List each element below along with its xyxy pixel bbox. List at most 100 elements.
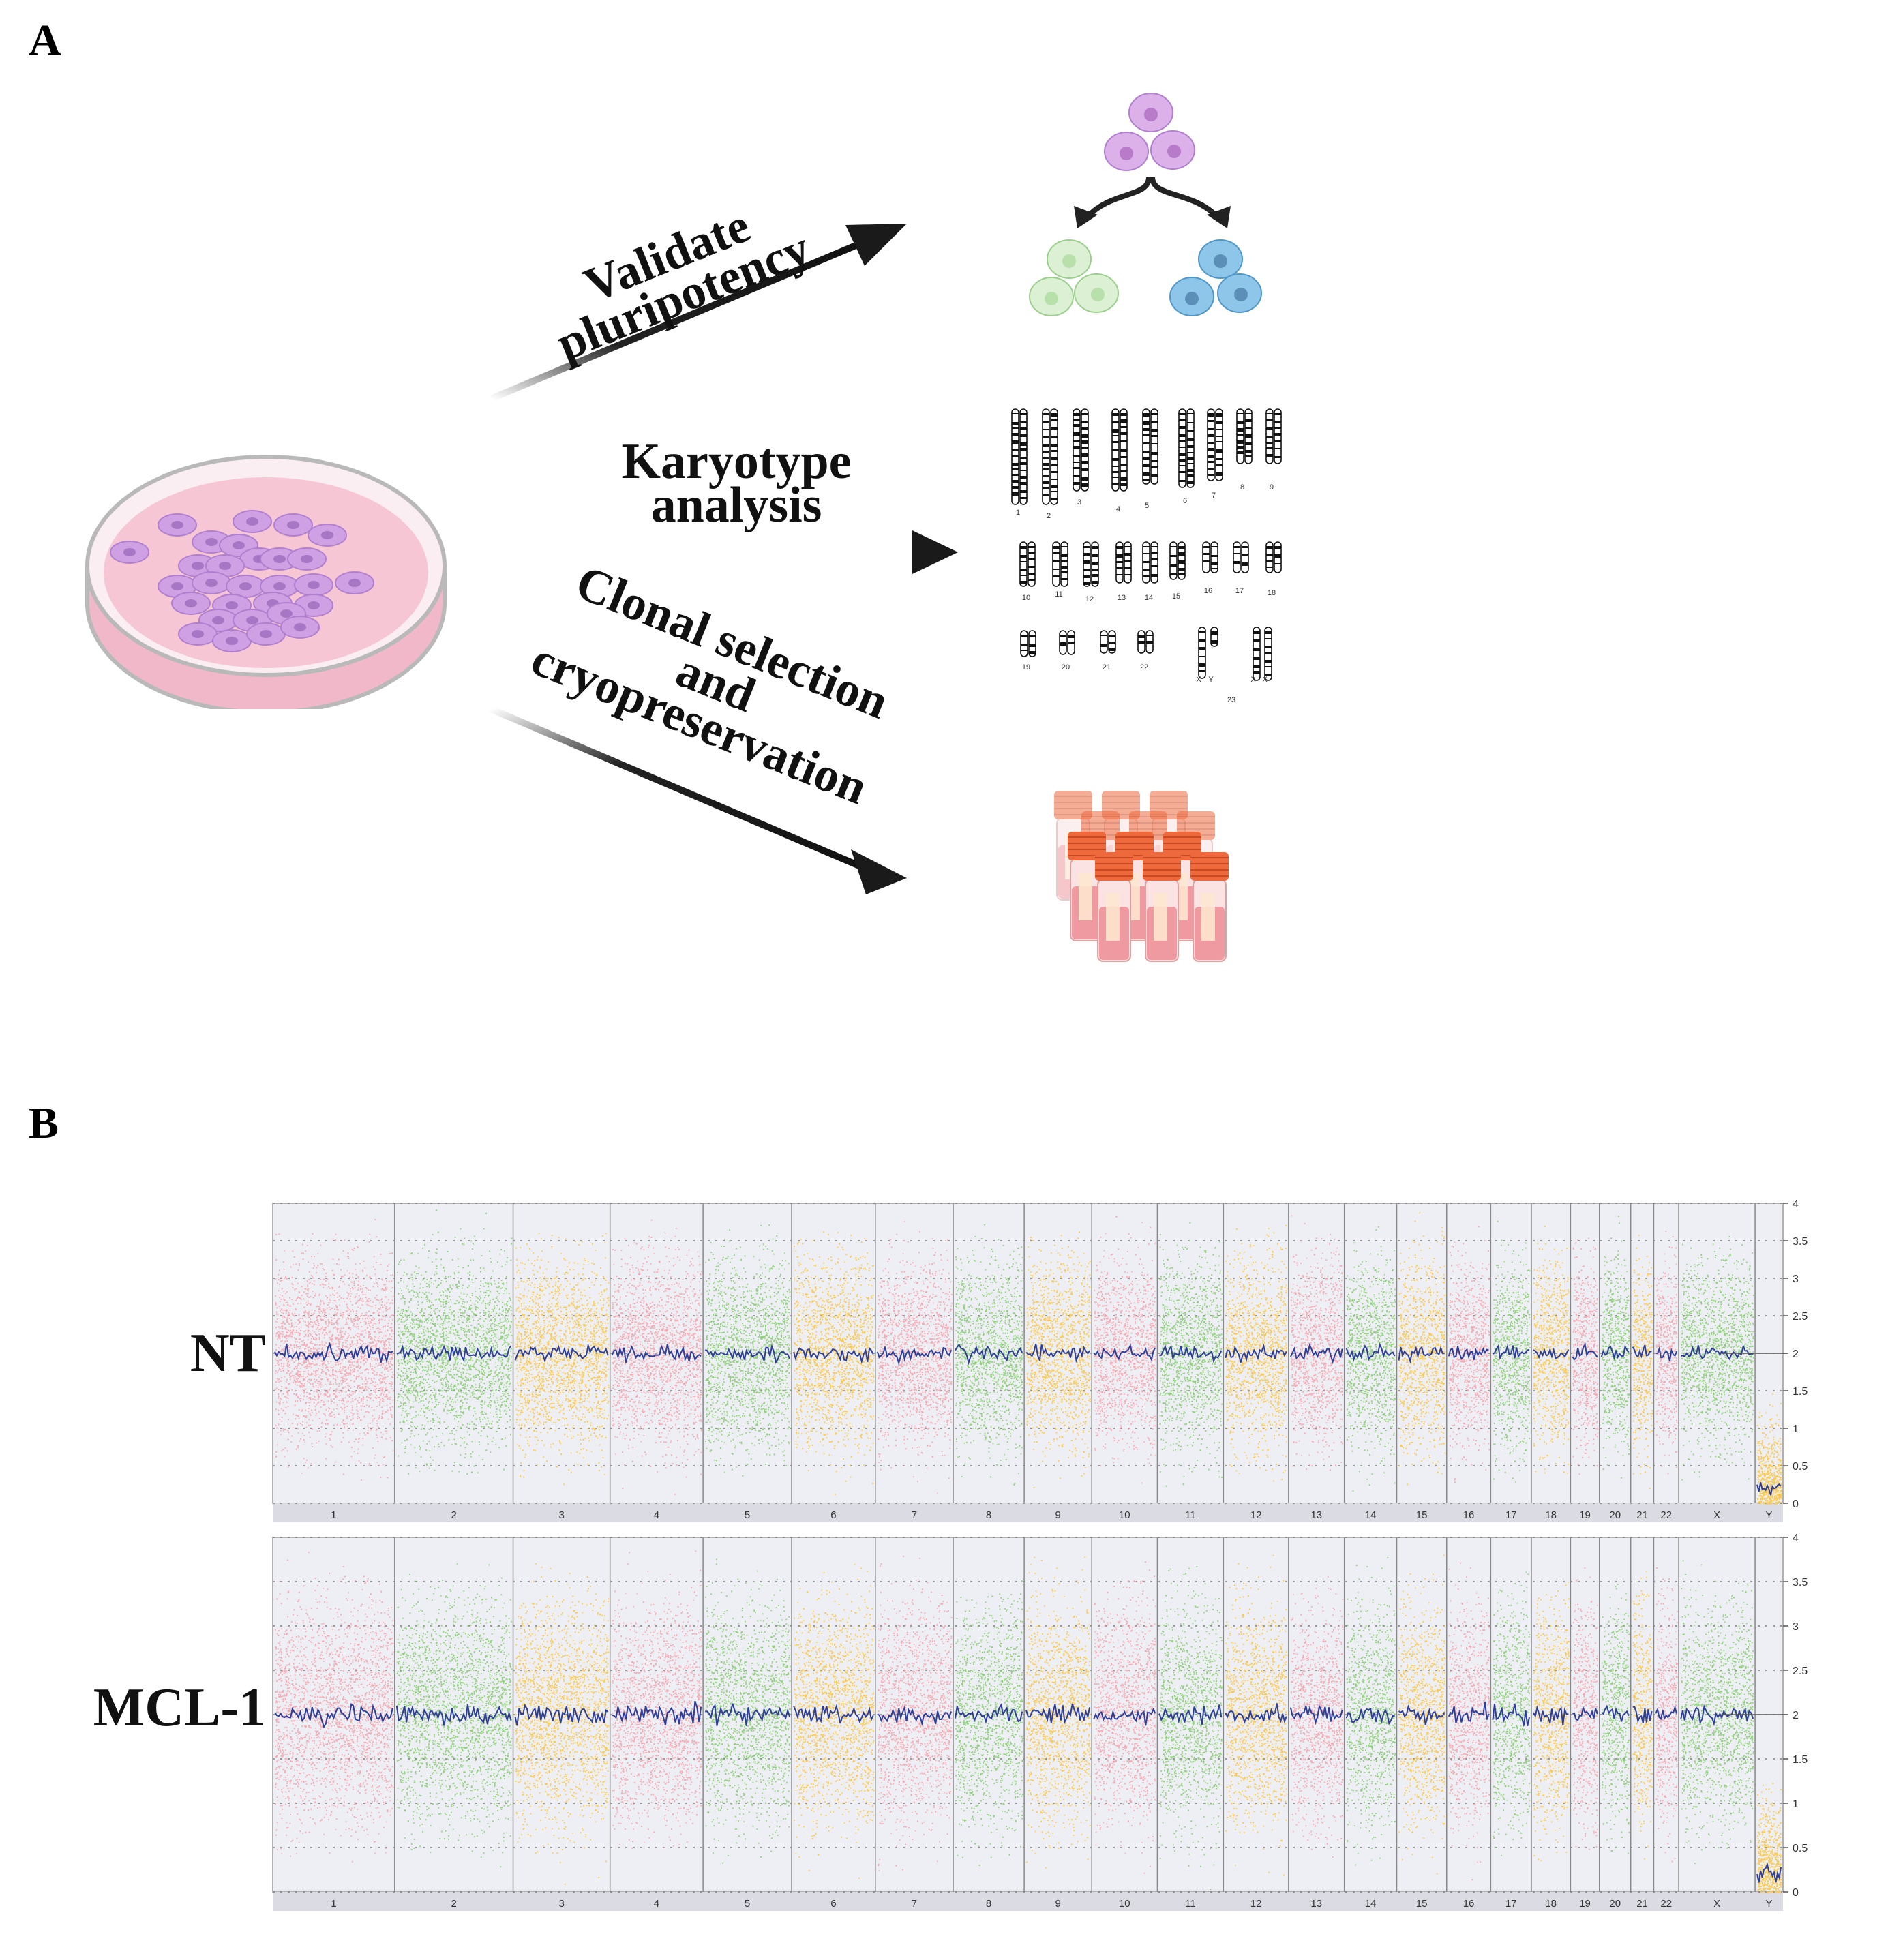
data-point <box>298 1332 299 1333</box>
data-point <box>400 1421 401 1423</box>
data-point <box>338 1318 340 1319</box>
data-point <box>329 1322 331 1323</box>
chromosome-band <box>1274 448 1281 449</box>
data-point <box>342 1317 344 1318</box>
data-point <box>505 1308 507 1310</box>
data-point <box>323 1301 324 1302</box>
data-point <box>458 1316 459 1318</box>
data-point <box>387 1381 388 1382</box>
data-point <box>422 1424 423 1426</box>
data-point <box>316 1363 318 1365</box>
data-point <box>288 1314 290 1315</box>
data-point <box>483 1292 485 1293</box>
data-point <box>358 1276 359 1278</box>
data-point <box>505 1349 507 1351</box>
data-point <box>483 1393 484 1394</box>
data-point <box>308 1351 310 1352</box>
data-point <box>335 1396 336 1398</box>
data-point <box>473 1428 475 1429</box>
data-point <box>304 1367 305 1368</box>
data-point <box>307 1296 308 1297</box>
chromosome-band <box>1266 546 1273 549</box>
data-point <box>368 1378 370 1379</box>
data-point <box>326 1420 327 1421</box>
data-point <box>440 1301 441 1302</box>
data-point <box>479 1387 480 1388</box>
data-point <box>352 1407 353 1408</box>
data-point <box>496 1366 497 1368</box>
data-point <box>333 1383 334 1385</box>
data-point <box>275 1365 276 1366</box>
data-point <box>432 1413 434 1414</box>
data-point <box>443 1327 444 1329</box>
data-point <box>444 1389 445 1391</box>
data-point <box>356 1377 357 1378</box>
data-point <box>308 1293 309 1295</box>
data-point <box>344 1378 346 1380</box>
data-point <box>309 1374 310 1376</box>
data-point <box>320 1393 321 1395</box>
data-point <box>336 1323 338 1325</box>
data-point <box>338 1299 340 1300</box>
data-point <box>490 1396 491 1398</box>
data-point <box>399 1336 400 1338</box>
data-point <box>492 1309 493 1310</box>
data-point <box>434 1388 435 1389</box>
chromosome-band <box>1187 463 1194 464</box>
chromosome-band <box>1081 461 1088 464</box>
data-point <box>350 1329 351 1330</box>
data-point <box>335 1350 337 1351</box>
data-point <box>365 1386 367 1387</box>
chromosome-band <box>1124 574 1131 575</box>
chromosome-band <box>1208 428 1214 430</box>
data-point <box>490 1324 492 1325</box>
data-point <box>425 1282 426 1283</box>
data-point <box>464 1307 466 1308</box>
data-point <box>355 1335 357 1336</box>
chromosome-band <box>1043 468 1049 470</box>
data-point <box>305 1389 307 1390</box>
data-point <box>321 1426 323 1428</box>
data-point <box>427 1297 428 1299</box>
data-point <box>451 1433 453 1434</box>
data-point <box>358 1365 359 1366</box>
data-point <box>333 1378 334 1379</box>
data-point <box>355 1398 356 1400</box>
data-point <box>504 1411 505 1412</box>
data-point <box>490 1300 491 1301</box>
data-point <box>354 1399 355 1400</box>
data-point <box>363 1261 365 1262</box>
chromosome-band <box>1274 427 1281 429</box>
data-point <box>468 1279 470 1280</box>
data-point <box>423 1383 424 1384</box>
data-point <box>400 1315 401 1316</box>
data-point <box>402 1295 404 1297</box>
data-point <box>304 1348 305 1350</box>
data-point <box>437 1319 438 1321</box>
data-point <box>464 1457 466 1458</box>
chromosome-band <box>1020 413 1027 415</box>
data-point <box>385 1306 387 1308</box>
data-point <box>435 1348 436 1350</box>
data-point <box>496 1337 497 1338</box>
data-point <box>485 1295 486 1296</box>
data-point <box>500 1327 502 1329</box>
data-point <box>438 1376 440 1378</box>
cell-nucleus <box>192 630 204 638</box>
data-point <box>331 1445 332 1446</box>
data-point <box>452 1284 453 1286</box>
data-point <box>479 1419 481 1420</box>
panel-b-label: B <box>29 1098 59 1149</box>
chromosome-band <box>1051 436 1058 438</box>
karyo-label: 3 <box>1077 498 1081 507</box>
data-point <box>305 1410 306 1411</box>
data-point <box>389 1348 391 1349</box>
data-point <box>368 1301 370 1302</box>
data-point <box>419 1361 420 1363</box>
data-point <box>449 1309 451 1310</box>
data-point <box>330 1309 331 1310</box>
data-point <box>324 1393 325 1395</box>
data-point <box>310 1324 311 1325</box>
data-point <box>286 1388 288 1389</box>
data-point <box>348 1368 349 1370</box>
